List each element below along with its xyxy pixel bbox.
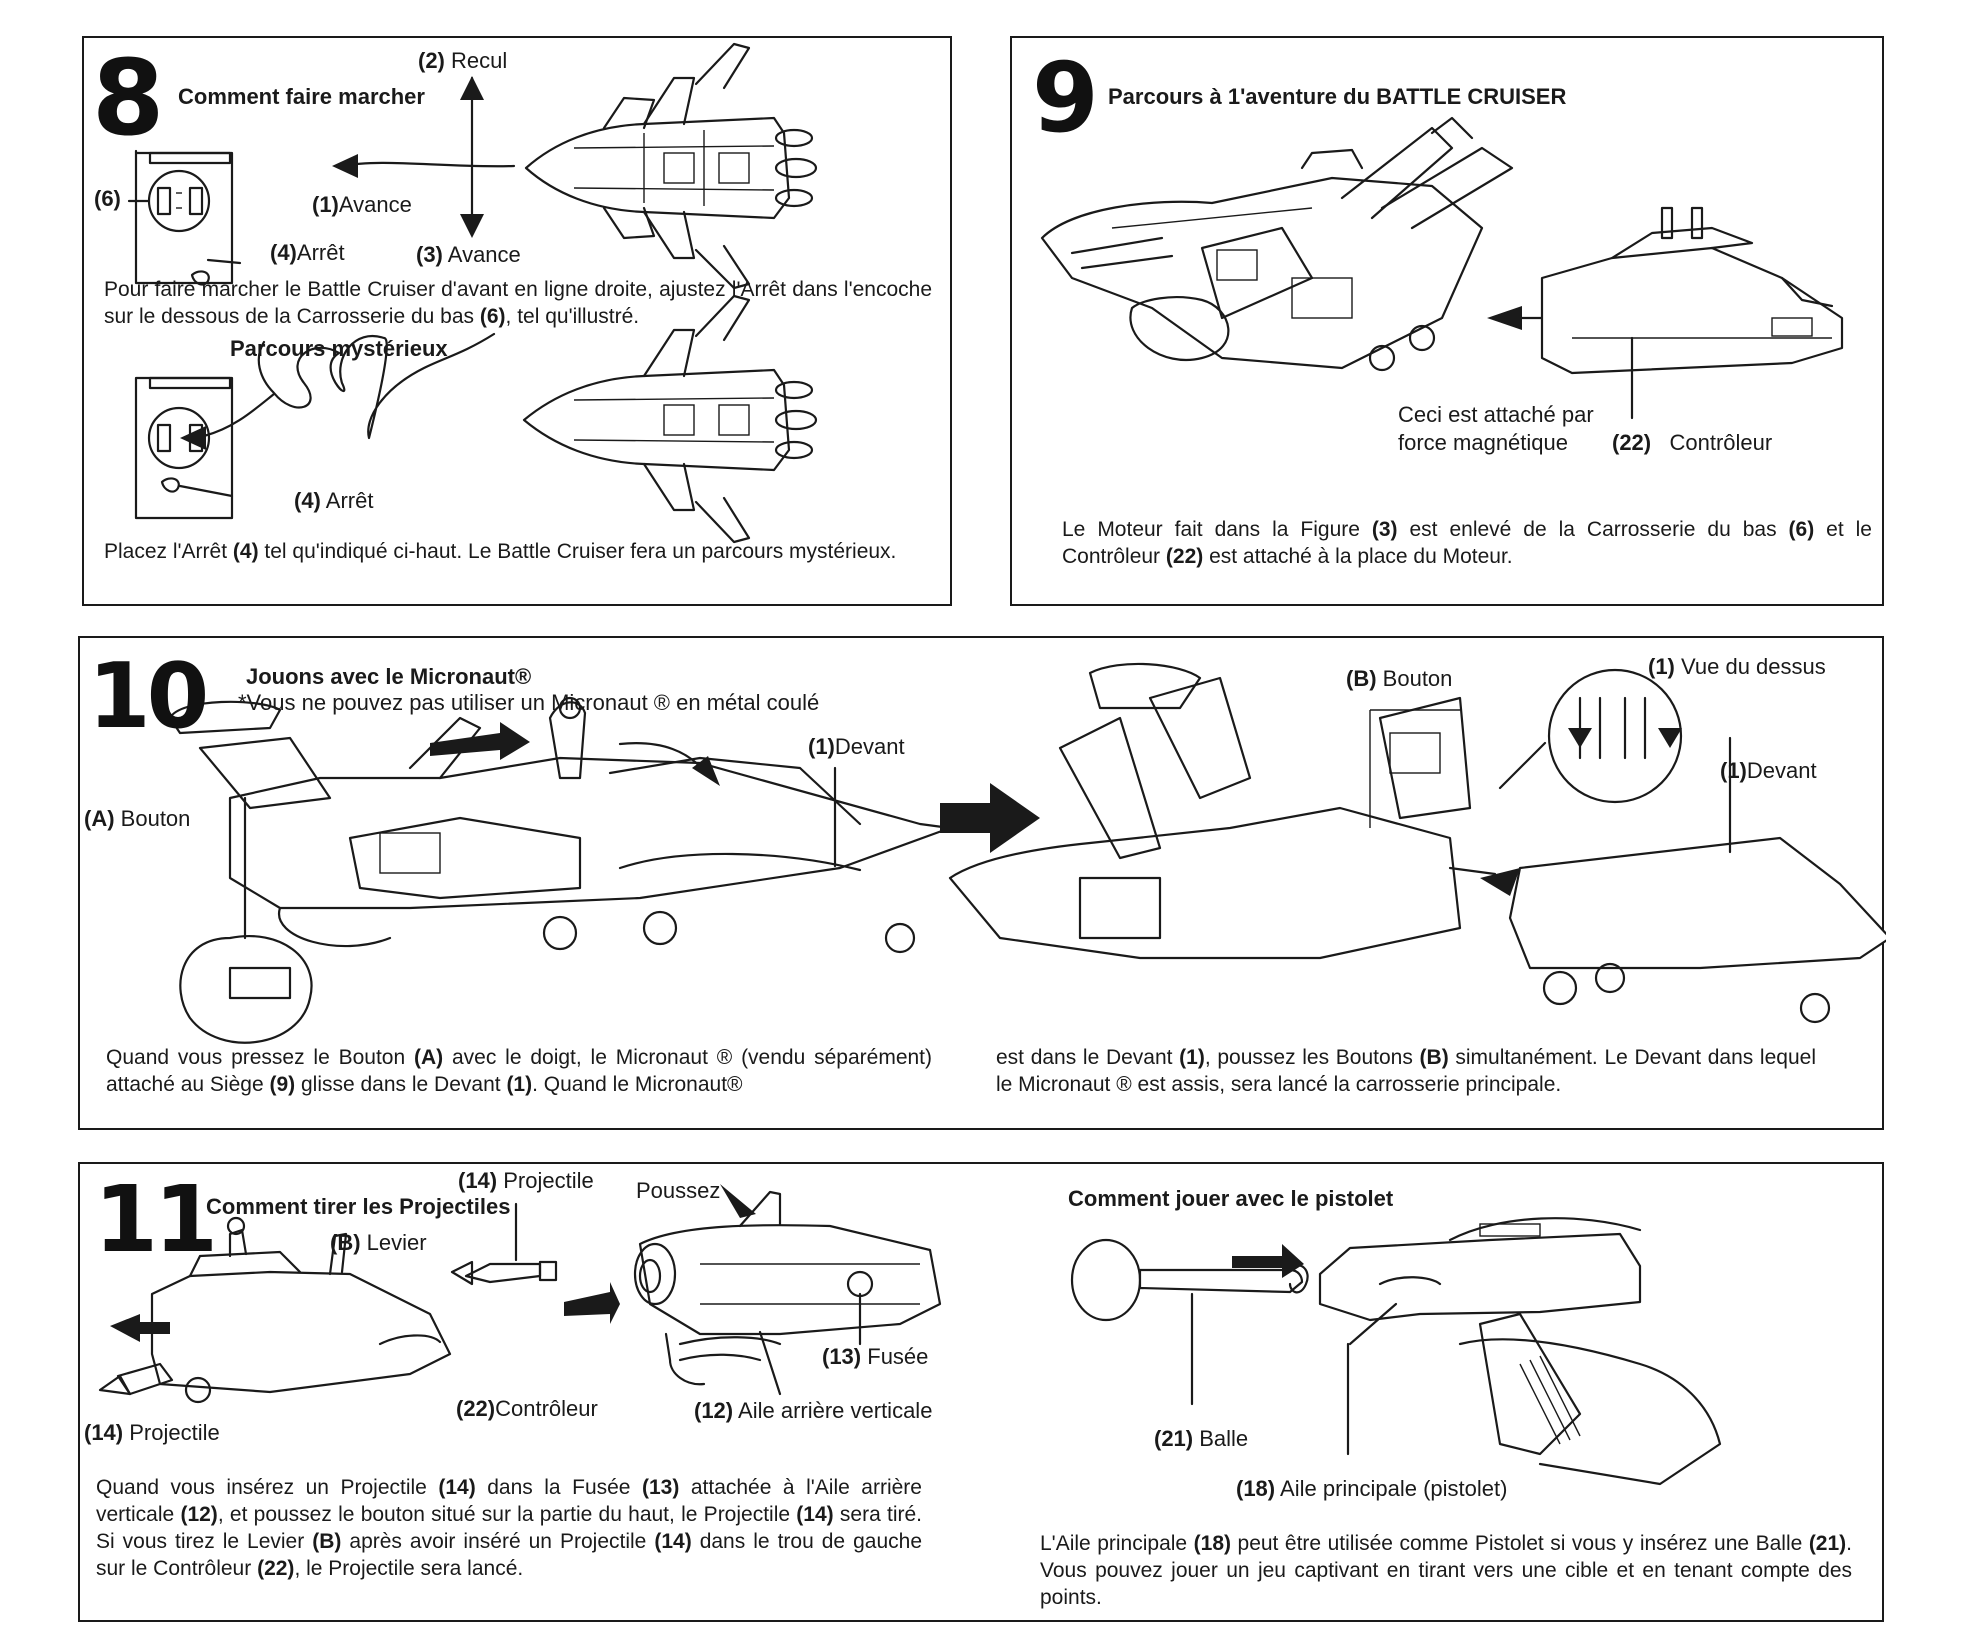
panel-11-title: Comment tirer les Projectiles <box>206 1194 511 1219</box>
big-arrow-right <box>940 783 1040 853</box>
pistolet-title: Comment jouer avec le pistolet <box>1068 1186 1394 1211</box>
panel-11-illustrations <box>98 1184 1722 1486</box>
label-bouton-b: (B) Bouton <box>1346 666 1453 691</box>
label-devant-left: (1)Devant <box>808 734 905 759</box>
panel-9-paragraph: Le Moteur fait dans la Figure (3) est en… <box>1062 518 1872 568</box>
label-avance-1: (1)Avance <box>312 192 412 217</box>
label-devant-right: (1)Devant <box>1720 758 1817 783</box>
label-bouton-a: (A) Bouton <box>84 806 191 831</box>
panel-8-title: Comment faire marcher <box>178 84 425 109</box>
panel-9-illustrations <box>1040 116 1844 420</box>
panel-10-illustrations <box>168 662 1886 1044</box>
panel-10-subtitle: *Vous ne pouvez pas utiliser un Micronau… <box>238 690 820 715</box>
label-vue-dessus: (1) Vue du dessus <box>1648 654 1826 679</box>
label-poussez: Poussez <box>636 1178 721 1203</box>
label-aile-arriere: (12) Aile arrière verticale <box>694 1398 933 1423</box>
controller-launcher <box>98 1216 452 1404</box>
direction-diagram <box>332 76 516 238</box>
controller-unit <box>1540 206 1844 420</box>
ship-top-view-1 <box>524 42 818 290</box>
panel-8-paragraph-2: Placez l'Arrêt (4) tel qu'indiqué ci-hau… <box>104 540 897 563</box>
panel-10: 10 Jouons avec le Micronaut® *Vous ne po… <box>78 636 1886 1130</box>
projectile-piece <box>450 1202 620 1324</box>
step-number-8: 8 <box>92 37 164 159</box>
label-magnetic-1: Ceci est attaché par <box>1398 402 1594 427</box>
panel-8-illustrations <box>127 42 818 544</box>
cruiser-separated-view <box>948 662 1886 1024</box>
label-arret-1: (4)Arrêt <box>270 240 345 265</box>
label-levier: (B) Levier <box>330 1230 427 1255</box>
label-fusee: (13) Fusée <box>822 1344 929 1369</box>
panel-10-title: Jouons avec le Micronaut® <box>246 664 532 689</box>
panel-11-paragraph: Quand vous insérez un Projectile (14) da… <box>96 1476 923 1580</box>
label-balle: (21) Balle <box>1154 1426 1249 1451</box>
label-avance-3: (3) Avance <box>416 242 521 267</box>
step-number-11: 11 <box>94 1166 218 1273</box>
gun-assembly <box>1070 1217 1722 1486</box>
label-controleur: (22) Contrôleur <box>1612 430 1773 455</box>
panel-10-paragraph-left: Quand vous pressez le Bouton (A) avec le… <box>106 1046 932 1096</box>
label-projectile-top: (14) Projectile <box>458 1168 594 1193</box>
panel-8: 8 Comment faire marcher (2) Recul (1)Ava… <box>82 36 952 606</box>
panel-8-subtitle: Parcours mystérieux <box>230 336 448 361</box>
label-arret-2: (4) Arrêt <box>294 488 374 513</box>
motor-unit-top <box>127 149 242 286</box>
label-magnetic-2: force magnétique <box>1398 430 1568 455</box>
label-six: (6) <box>94 186 121 211</box>
cruiser-side-view <box>168 696 952 1044</box>
ship-top-view-2 <box>522 294 818 544</box>
panel-11: 11 Comment tirer les Projectiles (14) Pr… <box>78 1162 1884 1622</box>
panel-8-paragraph-1: Pour faire marcher le Battle Cruiser d'a… <box>104 278 932 328</box>
battle-cruiser-perspective <box>1040 116 1544 372</box>
label-recul: (2) Recul <box>418 48 508 73</box>
pistolet-paragraph: L'Aile principale (18) peut être utilisé… <box>1040 1532 1853 1609</box>
mysterious-path <box>180 332 496 450</box>
rocket-wing <box>633 1184 942 1396</box>
label-aile-principale: (18) Aile principale (pistolet) <box>1236 1476 1508 1501</box>
motor-unit-second <box>134 376 234 520</box>
step-number-9: 9 <box>1032 42 1099 154</box>
step-number-10: 10 <box>88 644 209 749</box>
label-projectile-bottom: (14) Projectile <box>84 1420 220 1445</box>
panel-9-title: Parcours à 1'aventure du BATTLE CRUISER <box>1108 84 1567 109</box>
label-controleur-11: (22)Contrôleur <box>456 1396 598 1421</box>
panel-10-paragraph-right: est dans le Devant (1), poussez les Bout… <box>996 1046 1816 1096</box>
panel-9: 9 Parcours à 1'aventure du BATTLE CRUISE… <box>1010 36 1884 606</box>
